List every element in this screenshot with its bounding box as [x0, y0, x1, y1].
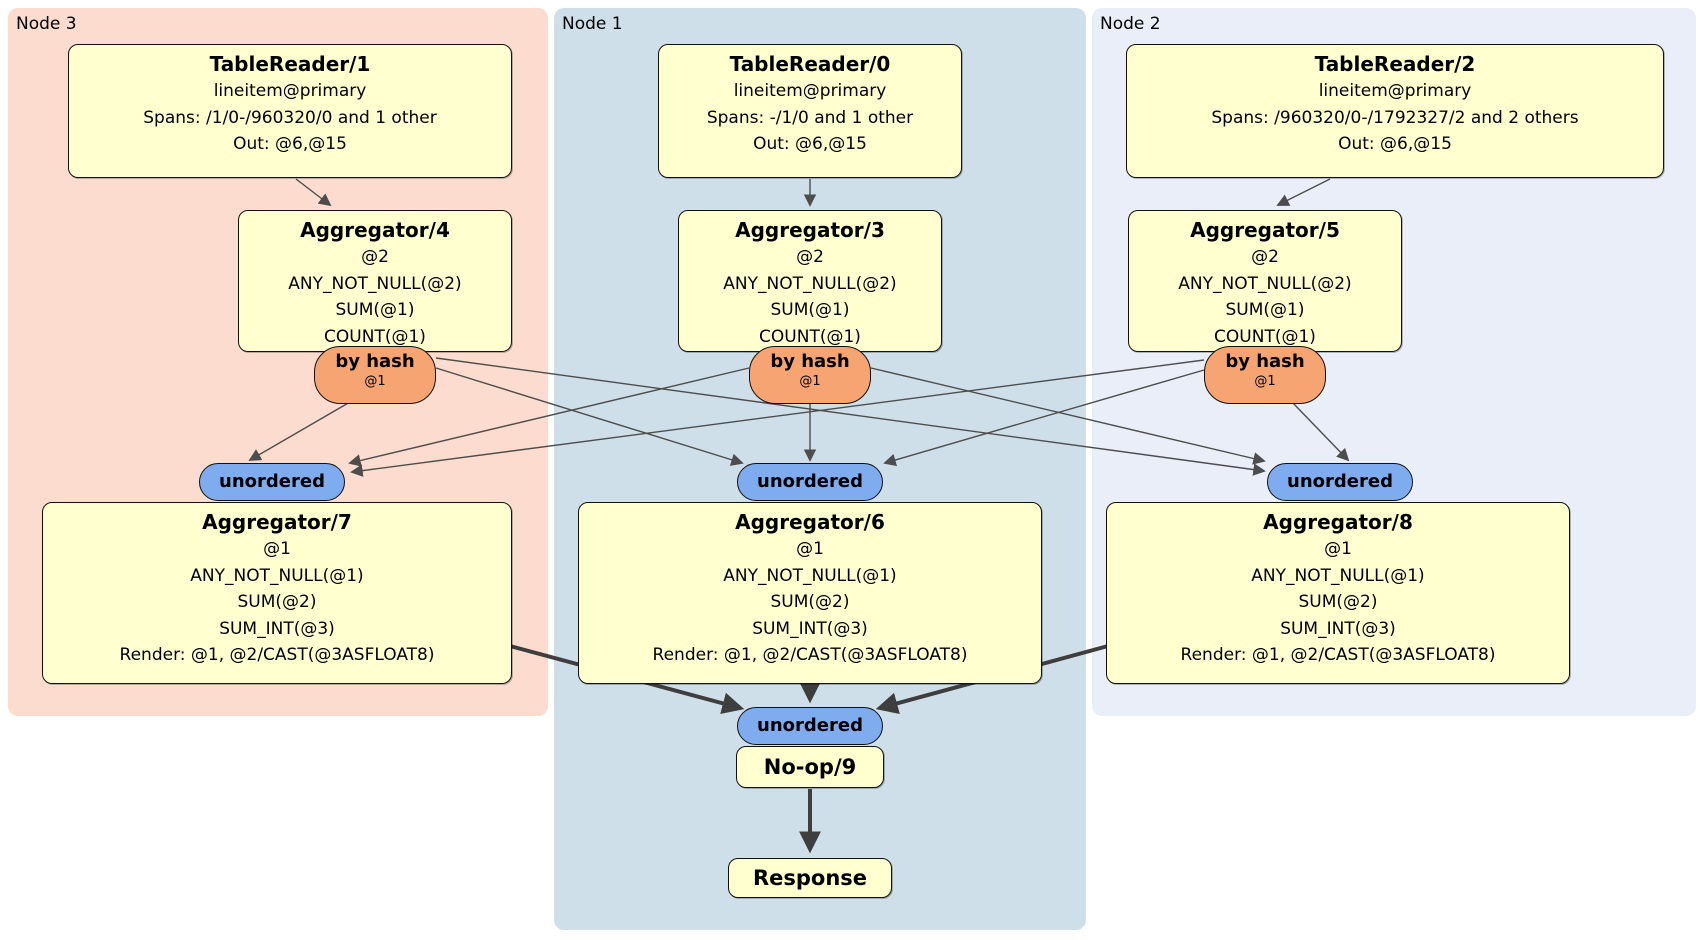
node-detail-line: COUNT(@1) [324, 326, 426, 347]
stream-unordered-mid: unordered [737, 463, 883, 501]
node-response: Response [728, 858, 892, 898]
node-detail-line: @1 [1324, 539, 1352, 559]
node-detail-line: SUM_INT(@3) [752, 618, 868, 639]
node-detail-line: ANY_NOT_NULL(@2) [723, 273, 897, 294]
node-aggregator-4: Aggregator/4 @2 ANY_NOT_NULL(@2) SUM(@1)… [238, 210, 512, 352]
router-hash-column: @1 [799, 374, 821, 389]
node-detail-line: COUNT(@1) [1214, 326, 1316, 347]
node-title: No-op/9 [763, 755, 857, 779]
node-detail-line: SUM(@1) [1225, 300, 1305, 320]
node-detail-line: Out: @6,@15 [1338, 134, 1452, 154]
node-title: Aggregator/5 [1190, 218, 1340, 242]
node-detail-line: Spans: /1/0-/960320/0 and 1 other [143, 107, 437, 128]
node-detail-line: Render: @1, @2/CAST(@3ASFLOAT8) [119, 645, 435, 665]
region-label-node-3: Node 3 [16, 14, 77, 34]
node-detail-line: Render: @1, @2/CAST(@3ASFLOAT8) [652, 645, 968, 665]
node-detail-line: Spans: -/1/0 and 1 other [706, 107, 914, 128]
node-detail-line: @1 [796, 539, 824, 559]
node-detail-line: SUM(@1) [335, 300, 415, 320]
node-detail-line: @2 [361, 247, 389, 267]
node-detail-line: SUM(@2) [1298, 592, 1378, 612]
region-label-node-2: Node 2 [1100, 14, 1161, 34]
node-detail-line: ANY_NOT_NULL(@2) [1178, 273, 1352, 294]
node-detail-line: lineitem@primary [213, 81, 367, 101]
node-detail-line: ANY_NOT_NULL(@1) [190, 565, 364, 586]
stream-unordered-left: unordered [199, 463, 345, 501]
node-detail-line: SUM(@2) [770, 592, 850, 612]
node-aggregator-8: Aggregator/8 @1 ANY_NOT_NULL(@1) SUM(@2)… [1106, 502, 1570, 684]
node-noop-9: No-op/9 [736, 746, 884, 788]
node-detail-line: @2 [1251, 247, 1279, 267]
node-detail-line: Out: @6,@15 [233, 134, 347, 154]
stream-unordered-bottom: unordered [737, 707, 883, 745]
router-by-hash-3: by hash @1 [749, 346, 871, 404]
node-detail-line: Render: @1, @2/CAST(@3ASFLOAT8) [1180, 645, 1496, 665]
router-by-hash-5: by hash @1 [1204, 346, 1326, 404]
node-aggregator-7: Aggregator/7 @1 ANY_NOT_NULL(@1) SUM(@2)… [42, 502, 512, 684]
router-by-hash-4: by hash @1 [314, 346, 436, 404]
node-detail-line: Spans: /960320/0-/1792327/2 and 2 others [1211, 107, 1579, 128]
router-label: by hash [1225, 351, 1305, 372]
node-tablereader-0: TableReader/0 lineitem@primary Spans: -/… [658, 44, 962, 178]
node-detail-line: ANY_NOT_NULL(@1) [723, 565, 897, 586]
node-title: Response [752, 866, 868, 890]
node-title: Aggregator/8 [1263, 510, 1413, 534]
node-detail-line: SUM(@1) [770, 300, 850, 320]
node-detail-line: ANY_NOT_NULL(@1) [1251, 565, 1425, 586]
node-detail-line: @1 [263, 539, 291, 559]
node-tablereader-1: TableReader/1 lineitem@primary Spans: /1… [68, 44, 512, 178]
node-title: TableReader/2 [1314, 52, 1476, 76]
node-title: Aggregator/4 [300, 218, 450, 242]
node-detail-line: ANY_NOT_NULL(@2) [288, 273, 462, 294]
node-title: TableReader/1 [209, 52, 371, 76]
router-label: by hash [770, 351, 850, 372]
router-hash-column: @1 [364, 374, 386, 389]
node-title: Aggregator/6 [735, 510, 885, 534]
node-title: Aggregator/3 [735, 218, 885, 242]
node-detail-line: SUM_INT(@3) [1280, 618, 1396, 639]
region-label-node-1: Node 1 [562, 14, 623, 34]
node-detail-line: @2 [796, 247, 824, 267]
node-detail-line: SUM(@2) [237, 592, 317, 612]
node-title: TableReader/0 [729, 52, 891, 76]
router-hash-column: @1 [1254, 374, 1276, 389]
node-aggregator-6: Aggregator/6 @1 ANY_NOT_NULL(@1) SUM(@2)… [578, 502, 1042, 684]
node-detail-line: SUM_INT(@3) [219, 618, 335, 639]
node-title: Aggregator/7 [202, 510, 352, 534]
node-detail-line: lineitem@primary [733, 81, 887, 101]
node-aggregator-5: Aggregator/5 @2 ANY_NOT_NULL(@2) SUM(@1)… [1128, 210, 1402, 352]
node-detail-line: COUNT(@1) [759, 326, 861, 347]
router-label: by hash [335, 351, 415, 372]
node-aggregator-3: Aggregator/3 @2 ANY_NOT_NULL(@2) SUM(@1)… [678, 210, 942, 352]
stream-unordered-right: unordered [1267, 463, 1413, 501]
node-tablereader-2: TableReader/2 lineitem@primary Spans: /9… [1126, 44, 1664, 178]
node-detail-line: Out: @6,@15 [753, 134, 867, 154]
node-detail-line: lineitem@primary [1318, 81, 1472, 101]
